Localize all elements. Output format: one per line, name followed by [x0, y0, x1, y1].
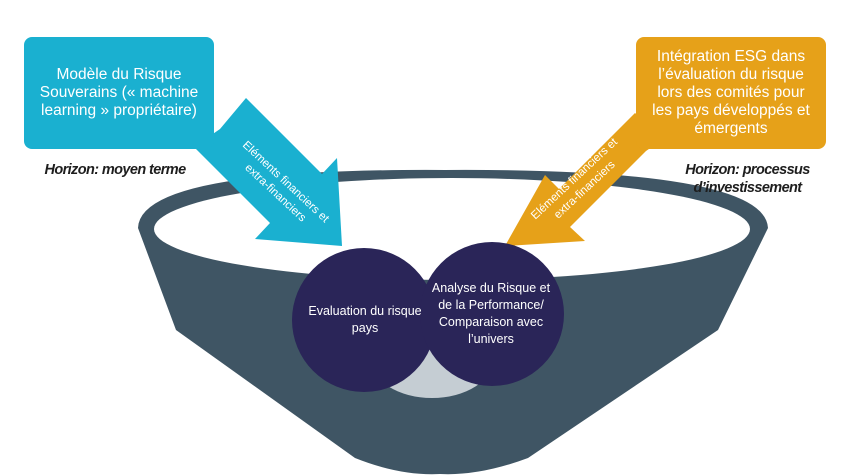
- esg-integration-box: Intégration ESG dans l’évaluation du ris…: [636, 37, 826, 149]
- horizon-right-label: Horizon: processus d’investissement: [685, 162, 810, 196]
- horizon-left-label: Horizon: moyen terme: [44, 162, 186, 178]
- arrow-right: [505, 113, 665, 246]
- esg-integration-text: Intégration ESG dans l’évaluation du ris…: [652, 48, 810, 137]
- circle-analyse: [420, 242, 564, 386]
- sovereign-risk-model-text: Modèle du Risque Souverains (« machine l…: [39, 66, 199, 119]
- circle-analyse-label: Analyse du Risque et de la Performance/ …: [431, 281, 551, 346]
- circle-evaluation: [292, 248, 436, 392]
- circle-evaluation-text: Evaluation du risque pays: [305, 285, 425, 355]
- sovereign-risk-model-box: Modèle du Risque Souverains (« machine l…: [24, 37, 214, 149]
- arrow-left: [194, 98, 342, 246]
- circle-evaluation-label: Evaluation du risque pays: [308, 304, 422, 335]
- circle-analyse-text: Analyse du Risque et de la Performance/ …: [426, 258, 556, 370]
